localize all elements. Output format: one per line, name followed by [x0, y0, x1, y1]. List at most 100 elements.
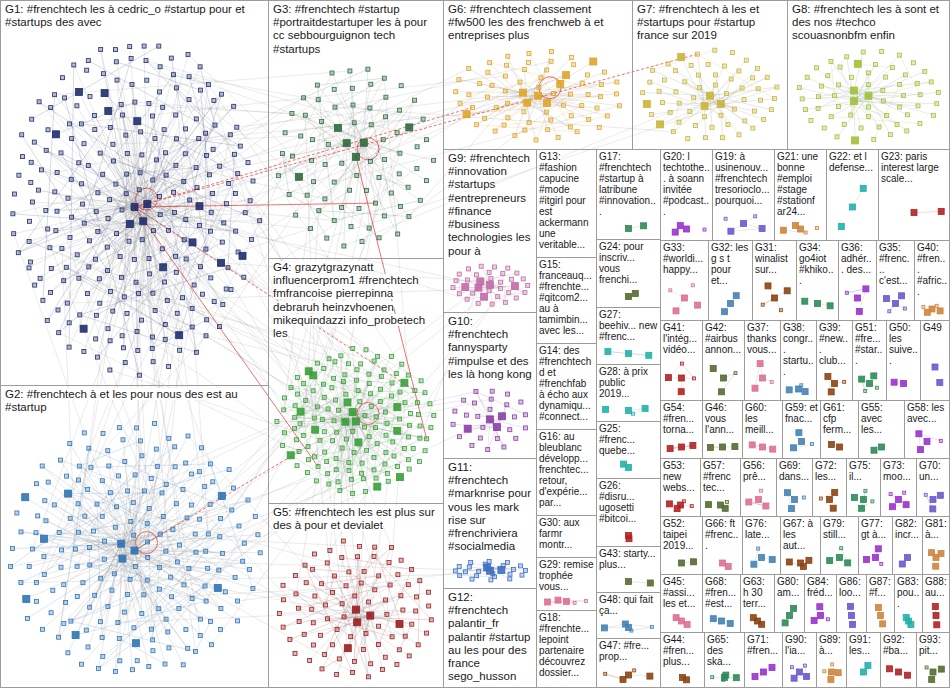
vertex-mark [310, 158, 314, 162]
vertex-mark [872, 137, 876, 141]
vertex-mark [383, 158, 387, 162]
vertex-mark [323, 450, 327, 454]
vertex-mark [108, 339, 112, 343]
vertex-mark [364, 348, 368, 352]
vertex-mark [174, 86, 178, 90]
vertex-mark [172, 73, 176, 77]
vertex-mark [101, 90, 108, 97]
intergroup-line [232, 426, 420, 510]
vertex-mark [56, 308, 60, 312]
vertex-mark [614, 92, 618, 96]
vertex-mark [49, 291, 53, 295]
vertex-mark [209, 210, 213, 214]
edge-line [143, 220, 260, 222]
edge-line [74, 65, 135, 207]
vertex-mark [729, 77, 733, 81]
vertex-mark [36, 188, 40, 192]
vertex-mark [467, 67, 471, 71]
vertex-mark [383, 462, 387, 466]
vertex-mark [182, 238, 186, 242]
edge-line [317, 85, 334, 220]
edge-line [377, 392, 400, 487]
vertex-mark [312, 426, 319, 433]
vertex-mark [494, 106, 498, 110]
edge-line [507, 65, 538, 96]
vertex-mark [108, 289, 112, 293]
vertex-mark [55, 170, 59, 174]
vertex-mark [751, 76, 755, 80]
vertex-mark [298, 422, 302, 426]
vertex-mark [432, 414, 436, 418]
vertex-mark [135, 330, 139, 334]
vertex-mark [119, 275, 123, 279]
vertex-mark [187, 75, 191, 79]
vertex-mark [148, 272, 152, 276]
edge-line [18, 207, 134, 253]
vertex-mark [719, 113, 723, 117]
edge-line [121, 544, 225, 592]
vertex-mark [201, 292, 205, 296]
vertex-mark [172, 190, 176, 194]
vertex-mark [33, 283, 37, 287]
edge-line [508, 56, 523, 92]
vertex-mark [175, 311, 179, 315]
vertex-mark [881, 99, 885, 103]
vertex-mark [139, 130, 143, 134]
vertex-mark [389, 394, 393, 398]
vertex-mark [226, 266, 230, 270]
vertex-mark [369, 123, 373, 127]
vertex-mark [737, 133, 741, 137]
vertex-mark [697, 86, 701, 90]
edge-line [854, 101, 855, 140]
vertex-mark [164, 173, 168, 177]
vertex-mark [751, 126, 755, 130]
vertex-mark [550, 50, 554, 54]
vertex-mark [87, 265, 91, 269]
vertex-mark [61, 76, 65, 80]
edge-line [76, 601, 207, 635]
vertex-mark [520, 89, 527, 96]
vertex-mark [59, 151, 63, 155]
edge-line [673, 103, 679, 132]
vertex-mark [93, 114, 97, 118]
vertex-mark [641, 91, 645, 95]
vertex-mark [885, 114, 889, 118]
edge-line [135, 106, 234, 207]
vertex-mark [677, 120, 681, 124]
vertex-mark [335, 430, 339, 434]
vertex-mark [108, 198, 112, 202]
vertex-mark [502, 123, 506, 127]
vertex-mark [326, 142, 330, 146]
vertex-mark [302, 381, 306, 385]
edge-line [32, 46, 159, 119]
edge-line [515, 106, 582, 136]
vertex-mark [386, 471, 390, 475]
vertex-mark [249, 237, 253, 241]
vertex-mark [415, 145, 419, 149]
vertex-mark [378, 387, 382, 391]
vertex-mark [211, 191, 215, 195]
vertex-mark [342, 244, 346, 248]
vertex-mark [859, 126, 863, 130]
vertex-mark [332, 419, 336, 423]
vertex-mark [37, 100, 41, 104]
edge-line [43, 559, 123, 630]
vertex-mark [378, 400, 382, 404]
vertex-mark [68, 236, 72, 240]
vertex-mark [524, 99, 531, 106]
vertex-mark [797, 86, 801, 90]
edge-line [527, 72, 604, 103]
vertex-mark [225, 202, 229, 206]
vertex-mark [108, 126, 112, 130]
vertex-mark [195, 186, 199, 190]
vertex-mark [115, 232, 119, 236]
vertex-mark [291, 154, 295, 158]
vertex-mark [114, 48, 118, 52]
edge-line [292, 114, 400, 154]
edge-line [854, 92, 938, 101]
vertex-mark [157, 44, 161, 48]
vertex-mark [407, 467, 411, 471]
vertex-mark [189, 239, 196, 246]
edge-line [356, 357, 378, 422]
vertex-mark [94, 313, 98, 317]
